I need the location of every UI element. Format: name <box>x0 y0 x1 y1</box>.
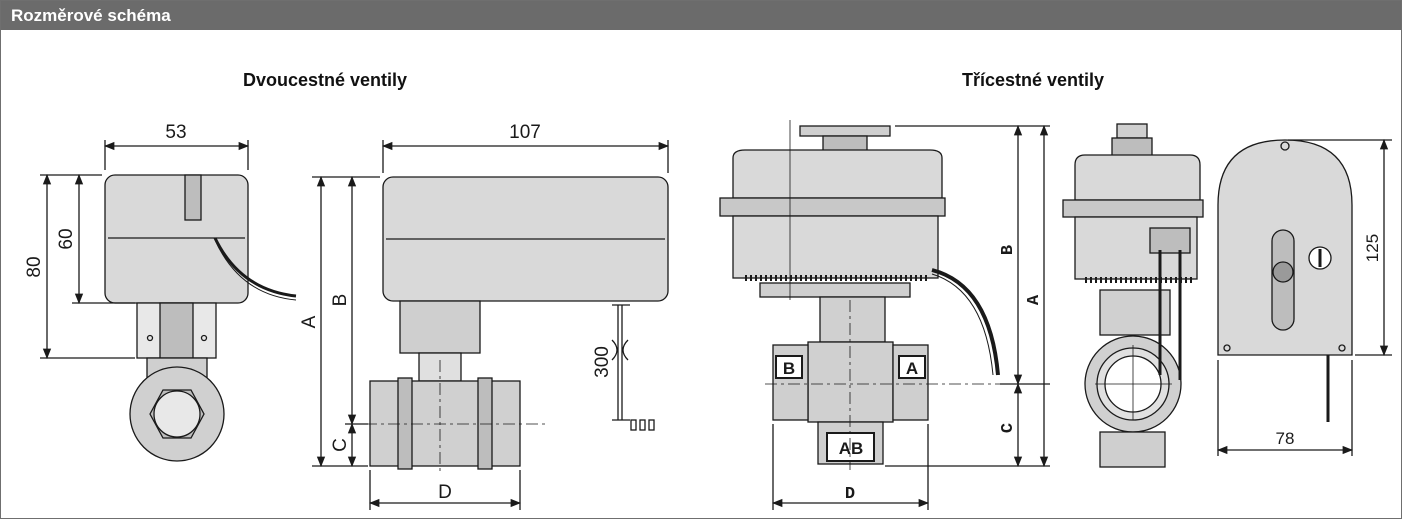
dim-A-three-way: A <box>1025 294 1044 305</box>
dim-A-two-way: A <box>299 315 320 328</box>
dim-D-two-way: D <box>438 482 452 503</box>
three-way-side-view <box>1062 123 1204 468</box>
three-way-front-view <box>719 120 1050 510</box>
three-way-valves-title: Třícestné ventily <box>962 70 1105 90</box>
header-bar: Rozměrové schéma <box>1 1 1401 30</box>
header-title: Rozměrové schéma <box>11 6 171 25</box>
two-way-side-view <box>40 140 297 462</box>
port-AB-label: AB <box>839 439 864 458</box>
dim-80: 80 <box>24 256 45 277</box>
dim-D-three-way: D <box>845 485 855 504</box>
dim-B-three-way: B <box>999 245 1018 255</box>
dim-B-two-way: B <box>330 294 351 307</box>
three-way-back-view <box>1216 138 1392 456</box>
dim-60: 60 <box>56 228 77 249</box>
dim-125: 125 <box>1363 234 1382 262</box>
dim-300: 300 <box>592 346 613 378</box>
dim-C-three-way: C <box>999 423 1018 433</box>
two-way-front-view <box>312 140 670 510</box>
two-way-valves-title: Dvoucestné ventily <box>243 70 408 90</box>
port-B-label: B <box>783 359 795 378</box>
port-A-label: A <box>906 359 918 378</box>
dim-C-two-way: C <box>330 438 351 452</box>
dim-78: 78 <box>1276 429 1295 448</box>
dim-53: 53 <box>165 122 186 143</box>
dim-107: 107 <box>509 122 541 143</box>
